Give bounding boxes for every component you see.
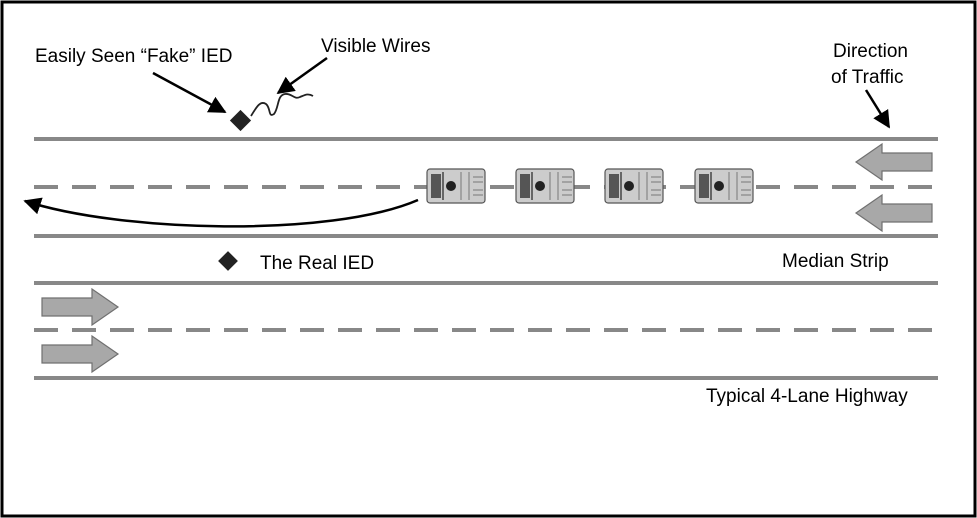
vehicle-icon [426, 168, 486, 204]
fake-ied-callout-arrow [152, 71, 227, 114]
median-strip-label: Median Strip [782, 251, 889, 272]
swerve-path-arrow [23, 197, 419, 228]
fake-ied-marker-icon [229, 109, 252, 132]
wires-callout-arrow [276, 56, 328, 95]
highway-type-label: Typical 4-Lane Highway [706, 386, 908, 407]
vehicle-icon [694, 168, 754, 204]
vehicle-icon [515, 168, 575, 204]
direction-label-line1: Direction [833, 41, 908, 62]
direction-label-line2: of Traffic [831, 67, 904, 88]
vehicle-icon [604, 168, 664, 204]
traffic-direction-arrow [864, 89, 891, 129]
visible-wires-label: Visible Wires [321, 36, 430, 57]
visible-wires [250, 93, 314, 117]
real-ied-label: The Real IED [260, 253, 374, 274]
fake-ied-label: Easily Seen “Fake” IED [35, 46, 232, 67]
real-ied-marker-icon [218, 251, 238, 271]
